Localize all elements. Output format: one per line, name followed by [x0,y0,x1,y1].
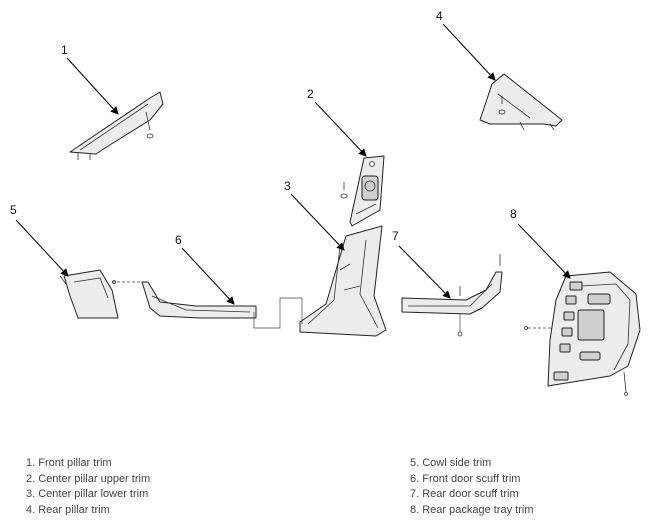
callout-1: 1 [61,43,68,57]
legend-item: 6. Front door scuff trim [410,472,521,485]
callout-7: 7 [392,229,399,243]
callout-5: 5 [10,203,17,217]
callout-3: 3 [284,179,291,193]
leader-5 [15,219,69,277]
legend-left: 1. Front pillar trim 2. Center pillar up… [26,456,150,518]
legend-item: 8. Rear package tray trim [410,503,534,516]
legend-item: 2. Center pillar upper trim [26,472,151,485]
center-pillar-lower-trim [299,225,387,337]
rear-door-scuff-trim [401,254,503,337]
rear-package-tray-trim [524,271,641,396]
leader-2 [314,101,367,157]
callout-2: 2 [307,87,314,101]
leader-4 [442,23,496,81]
leader-6 [181,247,235,305]
legend-right: 5. Cowl side trim 6. Front door scuff tr… [410,456,534,518]
callout-8: 8 [510,207,517,221]
leader-3 [290,193,345,251]
front-door-scuff-trim [141,281,303,329]
leader-1 [66,57,119,115]
callout-4: 4 [436,9,443,23]
callout-6: 6 [175,233,182,247]
leader-7 [398,245,451,299]
leader-8 [517,223,571,279]
legend-item: 1. Front pillar trim [26,457,112,469]
cowl-side-trim [59,269,140,319]
trim-parts-diagram: 1 2 3 4 5 [10,9,641,396]
rear-pillar-trim [479,73,563,131]
legend-item: 3. Center pillar lower trim [26,488,149,500]
center-pillar-upper-trim [340,155,385,227]
legend-item: 5. Cowl side trim [410,457,492,469]
front-pillar-trim [69,91,164,160]
legend-item: 7. Rear door scuff trim [410,488,519,500]
legend-item: 4. Rear pillar trim [26,503,110,516]
